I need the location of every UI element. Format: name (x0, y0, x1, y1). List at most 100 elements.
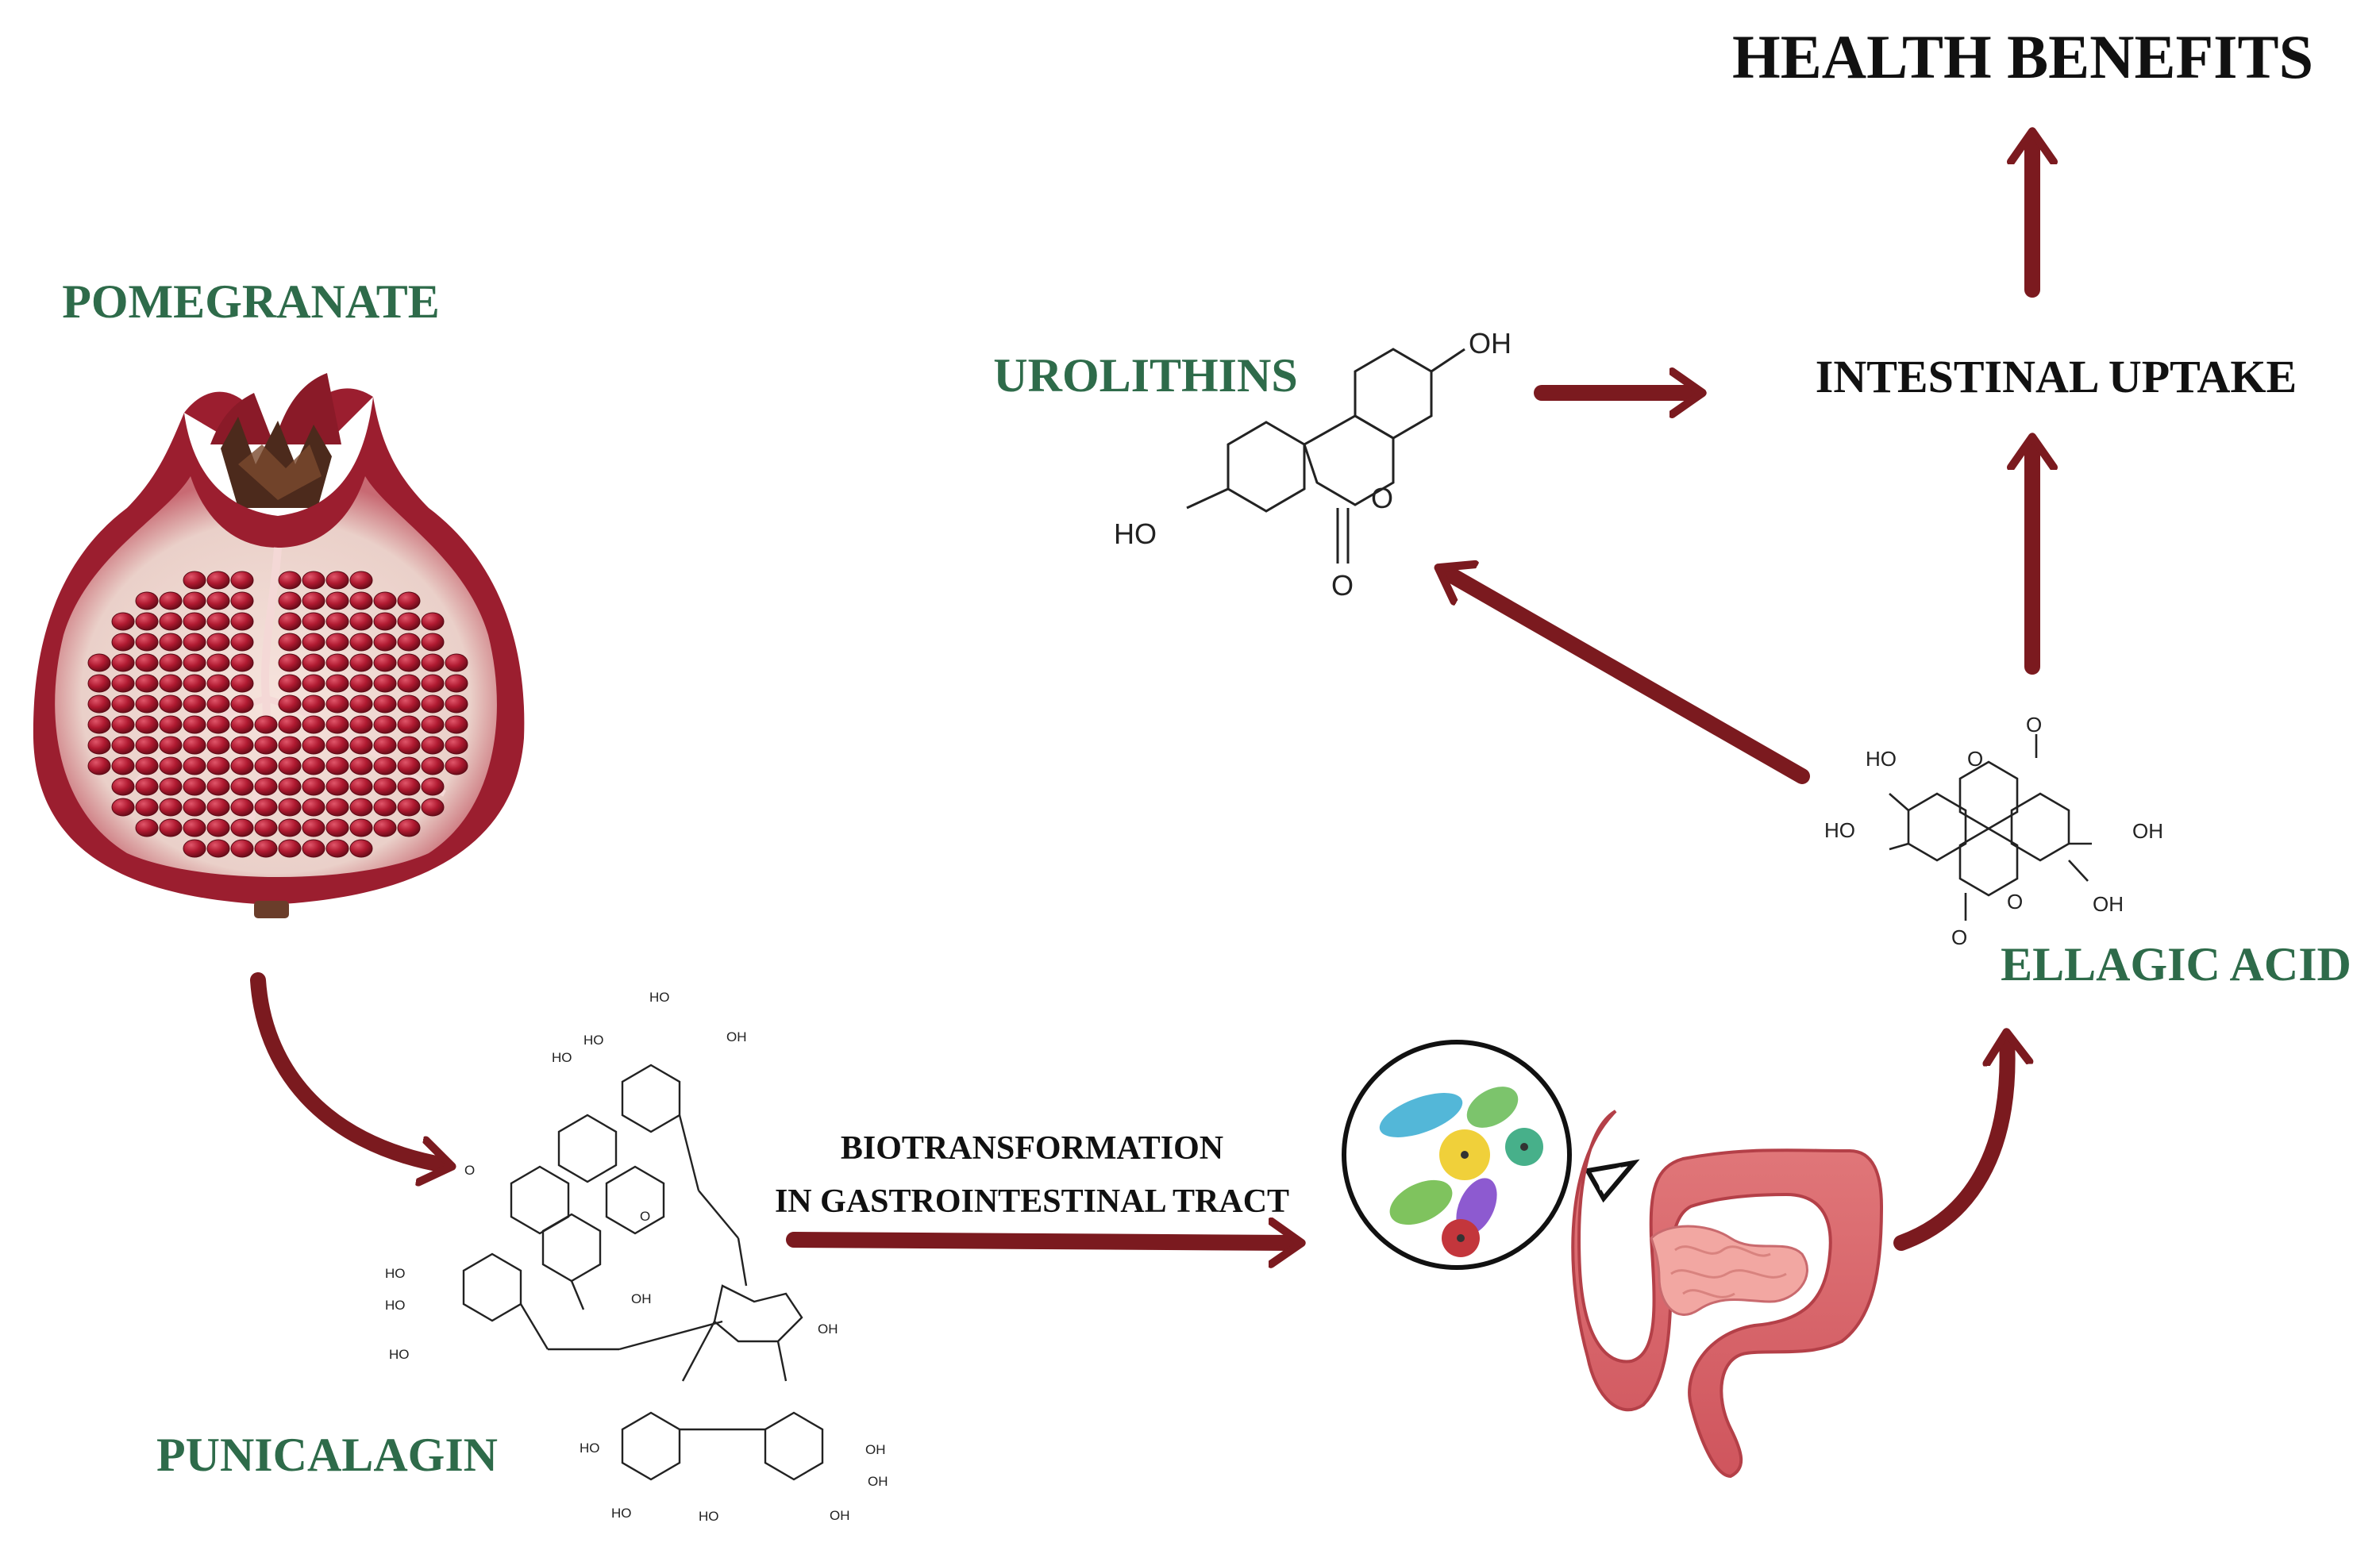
aril-156 (230, 798, 254, 817)
biotransformation-label-line1: BIOTRANSFORMATION (841, 1130, 1223, 1167)
aril-143 (254, 777, 278, 796)
aril-61 (135, 674, 159, 693)
aril-184 (349, 839, 373, 858)
arrow-biotransformation (786, 1240, 1294, 1243)
aril-90 (111, 715, 135, 734)
aril-10 (206, 591, 230, 610)
aril-97 (278, 715, 302, 734)
aril-20 (159, 612, 183, 631)
aril-127 (230, 756, 254, 775)
aril-5 (325, 571, 349, 590)
aril-68 (325, 674, 349, 693)
aril-52 (302, 653, 325, 672)
ellagic-oh-1: OH (2132, 819, 2163, 843)
aril-27 (349, 612, 373, 631)
aril-36 (230, 633, 254, 652)
aril-50 (230, 653, 254, 672)
aril-107 (135, 736, 159, 755)
aril-48 (183, 653, 206, 672)
punicalagin-ho-2: HO (583, 1033, 604, 1048)
aril-112 (254, 736, 278, 755)
aril-154 (183, 798, 206, 817)
aril-43 (421, 633, 445, 652)
aril-175 (373, 818, 397, 837)
arrow-intestine-to-ellagic-acid (1893, 1040, 2008, 1251)
aril-7 (135, 591, 159, 610)
aril-135 (421, 756, 445, 775)
punicalagin-ho-4: HO (385, 1266, 406, 1281)
aril-30 (421, 612, 445, 631)
punicalagin-oh-1: OH (726, 1029, 747, 1044)
punicalagin-ho-6: HO (389, 1347, 410, 1362)
aril-115 (325, 736, 349, 755)
aril-63 (183, 674, 206, 693)
aril-56 (397, 653, 421, 672)
aril-140 (183, 777, 206, 796)
aril-40 (349, 633, 373, 652)
aril-12 (278, 591, 302, 610)
aril-129 (278, 756, 302, 775)
aril-32 (135, 633, 159, 652)
aril-60 (111, 674, 135, 693)
aril-123 (135, 756, 159, 775)
punicalagin-ho-3: HO (552, 1050, 572, 1065)
ellagic-o-top: O (2026, 713, 2042, 737)
aril-160 (325, 798, 349, 817)
aril-42 (397, 633, 421, 652)
punicalagin-structure (462, 1064, 824, 1481)
ellagic-ring-o-1: O (1967, 747, 1983, 771)
aril-121 (87, 756, 111, 775)
aril-125 (183, 756, 206, 775)
punicalagin-o-2: O (640, 1209, 650, 1224)
pomegranate-illustration (33, 373, 525, 918)
urolithins-label: UROLITHINS (993, 349, 1297, 402)
aril-44 (87, 653, 111, 672)
aril-15 (349, 591, 373, 610)
aril-146 (325, 777, 349, 796)
urolithin-ho: HO (1114, 517, 1157, 550)
biotransformation-label-line2: IN GASTROINTESTINAL TRACT (775, 1183, 1289, 1220)
aril-171 (278, 818, 302, 837)
aril-161 (349, 798, 373, 817)
punicalagin-oh-6: OH (868, 1474, 888, 1489)
punicalagin-ho-5: HO (385, 1298, 406, 1313)
aril-72 (421, 674, 445, 693)
aril-3 (278, 571, 302, 590)
aril-83 (325, 694, 349, 714)
aril-78 (183, 694, 206, 714)
aril-92 (159, 715, 183, 734)
aril-163 (397, 798, 421, 817)
aril-183 (325, 839, 349, 858)
aril-147 (349, 777, 373, 796)
aril-108 (159, 736, 183, 755)
urolithin-structure (1186, 348, 1465, 564)
aril-178 (206, 839, 230, 858)
aril-105 (87, 736, 111, 755)
aril-174 (349, 818, 373, 837)
ellagic-ho-1: HO (1866, 747, 1897, 771)
arrow-ellagic-acid-to-urolithins (1445, 571, 1810, 784)
aril-114 (302, 736, 325, 755)
aril-109 (183, 736, 206, 755)
ellagic-ring-o-2: O (2007, 890, 2023, 914)
aril-75 (111, 694, 135, 714)
ellagic-acid-label: ELLAGIC ACID (2001, 938, 2351, 991)
aril-24 (278, 612, 302, 631)
aril-17 (397, 591, 421, 610)
aril-169 (230, 818, 254, 837)
aril-103 (421, 715, 445, 734)
aril-65 (230, 674, 254, 693)
ellagic-o-bottom: O (1951, 925, 1967, 949)
aril-132 (349, 756, 373, 775)
punicalagin-groups: HO HO OH HO O O HO HO HO OH OH HO HO HO … (385, 990, 888, 1524)
aril-76 (135, 694, 159, 714)
aril-82 (302, 694, 325, 714)
punicalagin-oh-4: OH (830, 1508, 850, 1523)
aril-151 (111, 798, 135, 817)
aril-64 (206, 674, 230, 693)
urolithin-carbonyl-o: O (1331, 569, 1354, 602)
aril-55 (373, 653, 397, 672)
aril-98 (302, 715, 325, 734)
aril-47 (159, 653, 183, 672)
